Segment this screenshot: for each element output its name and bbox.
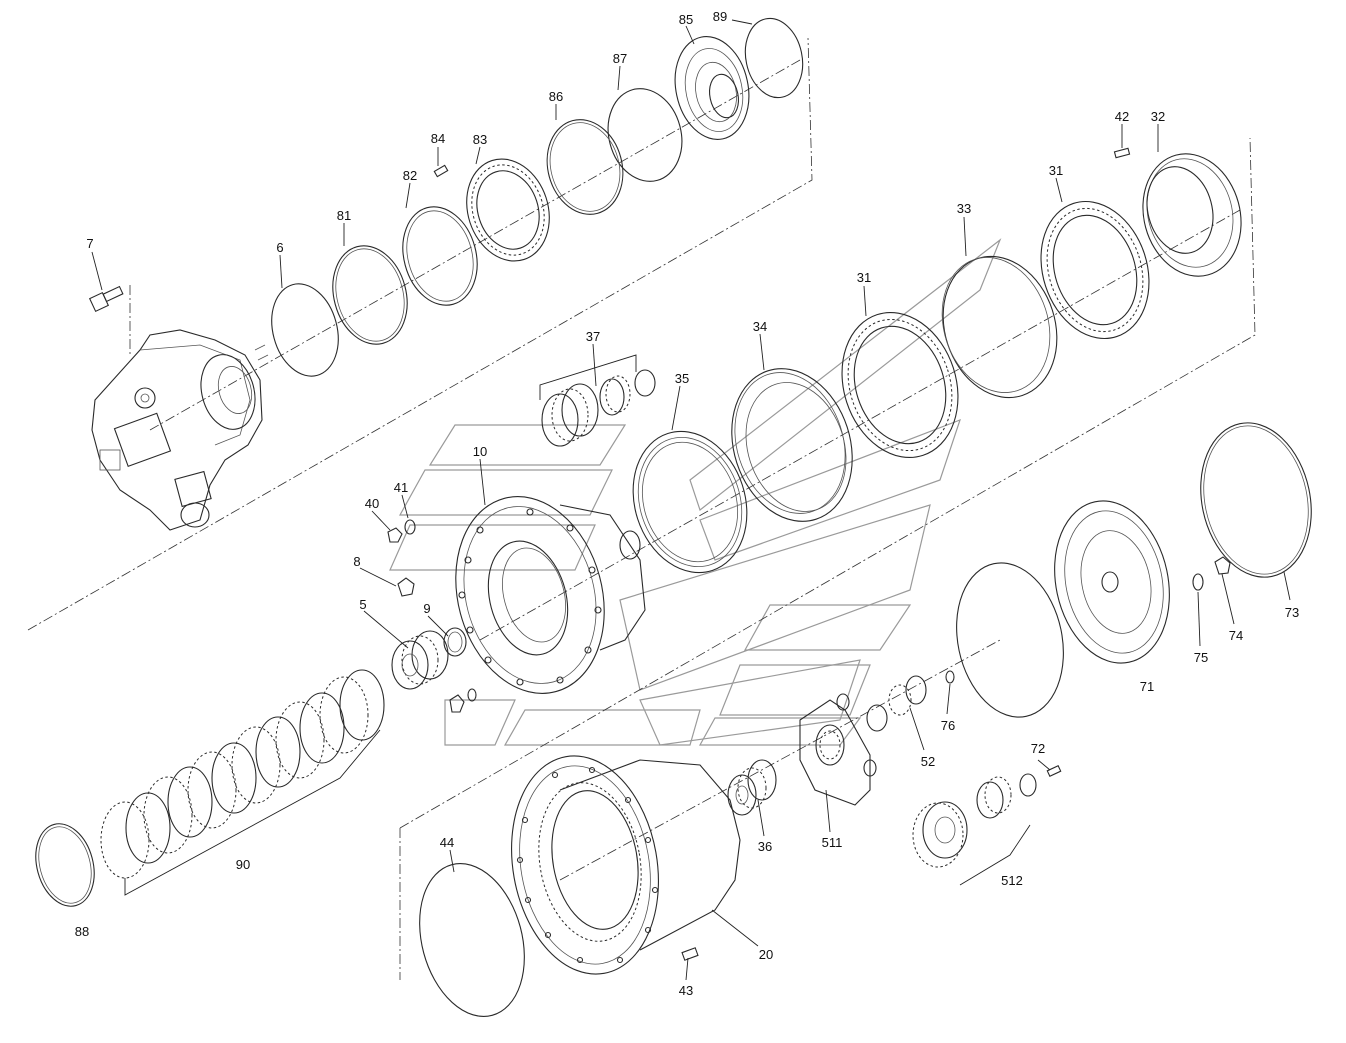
plug-43 bbox=[681, 947, 699, 961]
bearing-31-upper bbox=[1040, 200, 1150, 340]
label-76: 76 bbox=[941, 718, 955, 733]
label-86: 86 bbox=[549, 89, 563, 104]
label-83: 83 bbox=[473, 132, 487, 147]
floating-seal-85 bbox=[674, 36, 750, 140]
label-36: 36 bbox=[758, 839, 772, 854]
label-72: 72 bbox=[1031, 741, 1045, 756]
ring-82 bbox=[402, 206, 478, 306]
label-40: 40 bbox=[365, 496, 379, 511]
label-85: 85 bbox=[679, 12, 693, 27]
ring-gear-housing-20 bbox=[511, 755, 741, 975]
ring-86 bbox=[546, 119, 624, 215]
nut-32 bbox=[1142, 153, 1242, 277]
plug-8 bbox=[397, 577, 415, 597]
spindle-hub-10 bbox=[455, 496, 646, 694]
label-82: 82 bbox=[403, 168, 417, 183]
ring-33 bbox=[941, 255, 1058, 399]
label-33: 33 bbox=[957, 201, 971, 216]
label-35: 35 bbox=[675, 371, 689, 386]
pin-42 bbox=[1113, 147, 1131, 159]
label-9: 9 bbox=[423, 601, 430, 616]
label-88: 88 bbox=[75, 924, 89, 939]
label-41: 41 bbox=[394, 480, 408, 495]
label-512: 512 bbox=[1001, 873, 1023, 888]
label-37: 37 bbox=[586, 329, 600, 344]
leader-lines bbox=[91, 19, 1291, 981]
label-74: 74 bbox=[1229, 628, 1243, 643]
label-42: 42 bbox=[1115, 109, 1129, 124]
label-8: 8 bbox=[353, 554, 360, 569]
planet-gear-36 bbox=[727, 759, 777, 816]
label-7: 7 bbox=[86, 236, 93, 251]
needle-bearing-37 bbox=[539, 354, 656, 447]
carrier-511 bbox=[799, 693, 877, 806]
snap-ring-81 bbox=[332, 245, 408, 345]
label-44: 44 bbox=[440, 835, 454, 850]
label-75: 75 bbox=[1194, 650, 1208, 665]
assembly-guide-lines bbox=[27, 37, 1256, 980]
label-31-lower: 31 bbox=[857, 270, 871, 285]
bearing-ring-83 bbox=[466, 158, 550, 262]
o-ring-ring-71 bbox=[956, 562, 1064, 718]
watermark-logo bbox=[389, 238, 1002, 746]
label-31-upper: 31 bbox=[1049, 163, 1063, 178]
label-32: 32 bbox=[1151, 109, 1165, 124]
label-511: 511 bbox=[822, 835, 843, 850]
pin-76 bbox=[945, 670, 955, 684]
ring-part-89 bbox=[744, 17, 804, 99]
label-73: 73 bbox=[1285, 605, 1299, 620]
label-5: 5 bbox=[359, 597, 366, 612]
small-parts-lower bbox=[449, 688, 477, 713]
snap-ring-73 bbox=[1200, 422, 1312, 578]
o-ring-6 bbox=[271, 283, 339, 377]
ring-75 bbox=[1192, 573, 1204, 591]
label-81: 81 bbox=[337, 208, 351, 223]
ring-34 bbox=[731, 368, 853, 522]
label-71: 71 bbox=[1140, 679, 1154, 694]
label-43: 43 bbox=[679, 983, 693, 998]
label-90: 90 bbox=[236, 857, 250, 872]
label-6: 6 bbox=[276, 240, 283, 255]
label-87: 87 bbox=[613, 51, 627, 66]
sun-gear-5 bbox=[391, 630, 449, 690]
pin-84 bbox=[433, 164, 449, 178]
label-84: 84 bbox=[431, 131, 445, 146]
planet-assembly-512 bbox=[912, 765, 1062, 886]
bolt-7 bbox=[88, 285, 124, 313]
label-34: 34 bbox=[753, 319, 767, 334]
plug-74 bbox=[1214, 556, 1231, 575]
bearing-31-lower bbox=[841, 311, 959, 459]
label-52: 52 bbox=[921, 754, 935, 769]
snap-ring-88 bbox=[35, 823, 95, 907]
o-ring-44 bbox=[419, 863, 525, 1017]
label-20: 20 bbox=[759, 947, 773, 962]
brake-disc-stack-90 bbox=[100, 669, 385, 896]
cover-71 bbox=[1054, 500, 1170, 664]
nut-40 bbox=[387, 527, 403, 543]
callout-labels: 85 89 87 86 84 83 82 81 6 7 42 32 31 33 … bbox=[75, 9, 1299, 998]
o-ring-87 bbox=[607, 88, 683, 182]
ring-9 bbox=[443, 627, 467, 657]
gear-52 bbox=[866, 675, 927, 732]
seal-35 bbox=[632, 430, 748, 574]
label-89: 89 bbox=[713, 9, 727, 24]
hydraulic-motor bbox=[91, 329, 269, 531]
label-10: 10 bbox=[473, 444, 487, 459]
pin-41 bbox=[404, 519, 416, 535]
